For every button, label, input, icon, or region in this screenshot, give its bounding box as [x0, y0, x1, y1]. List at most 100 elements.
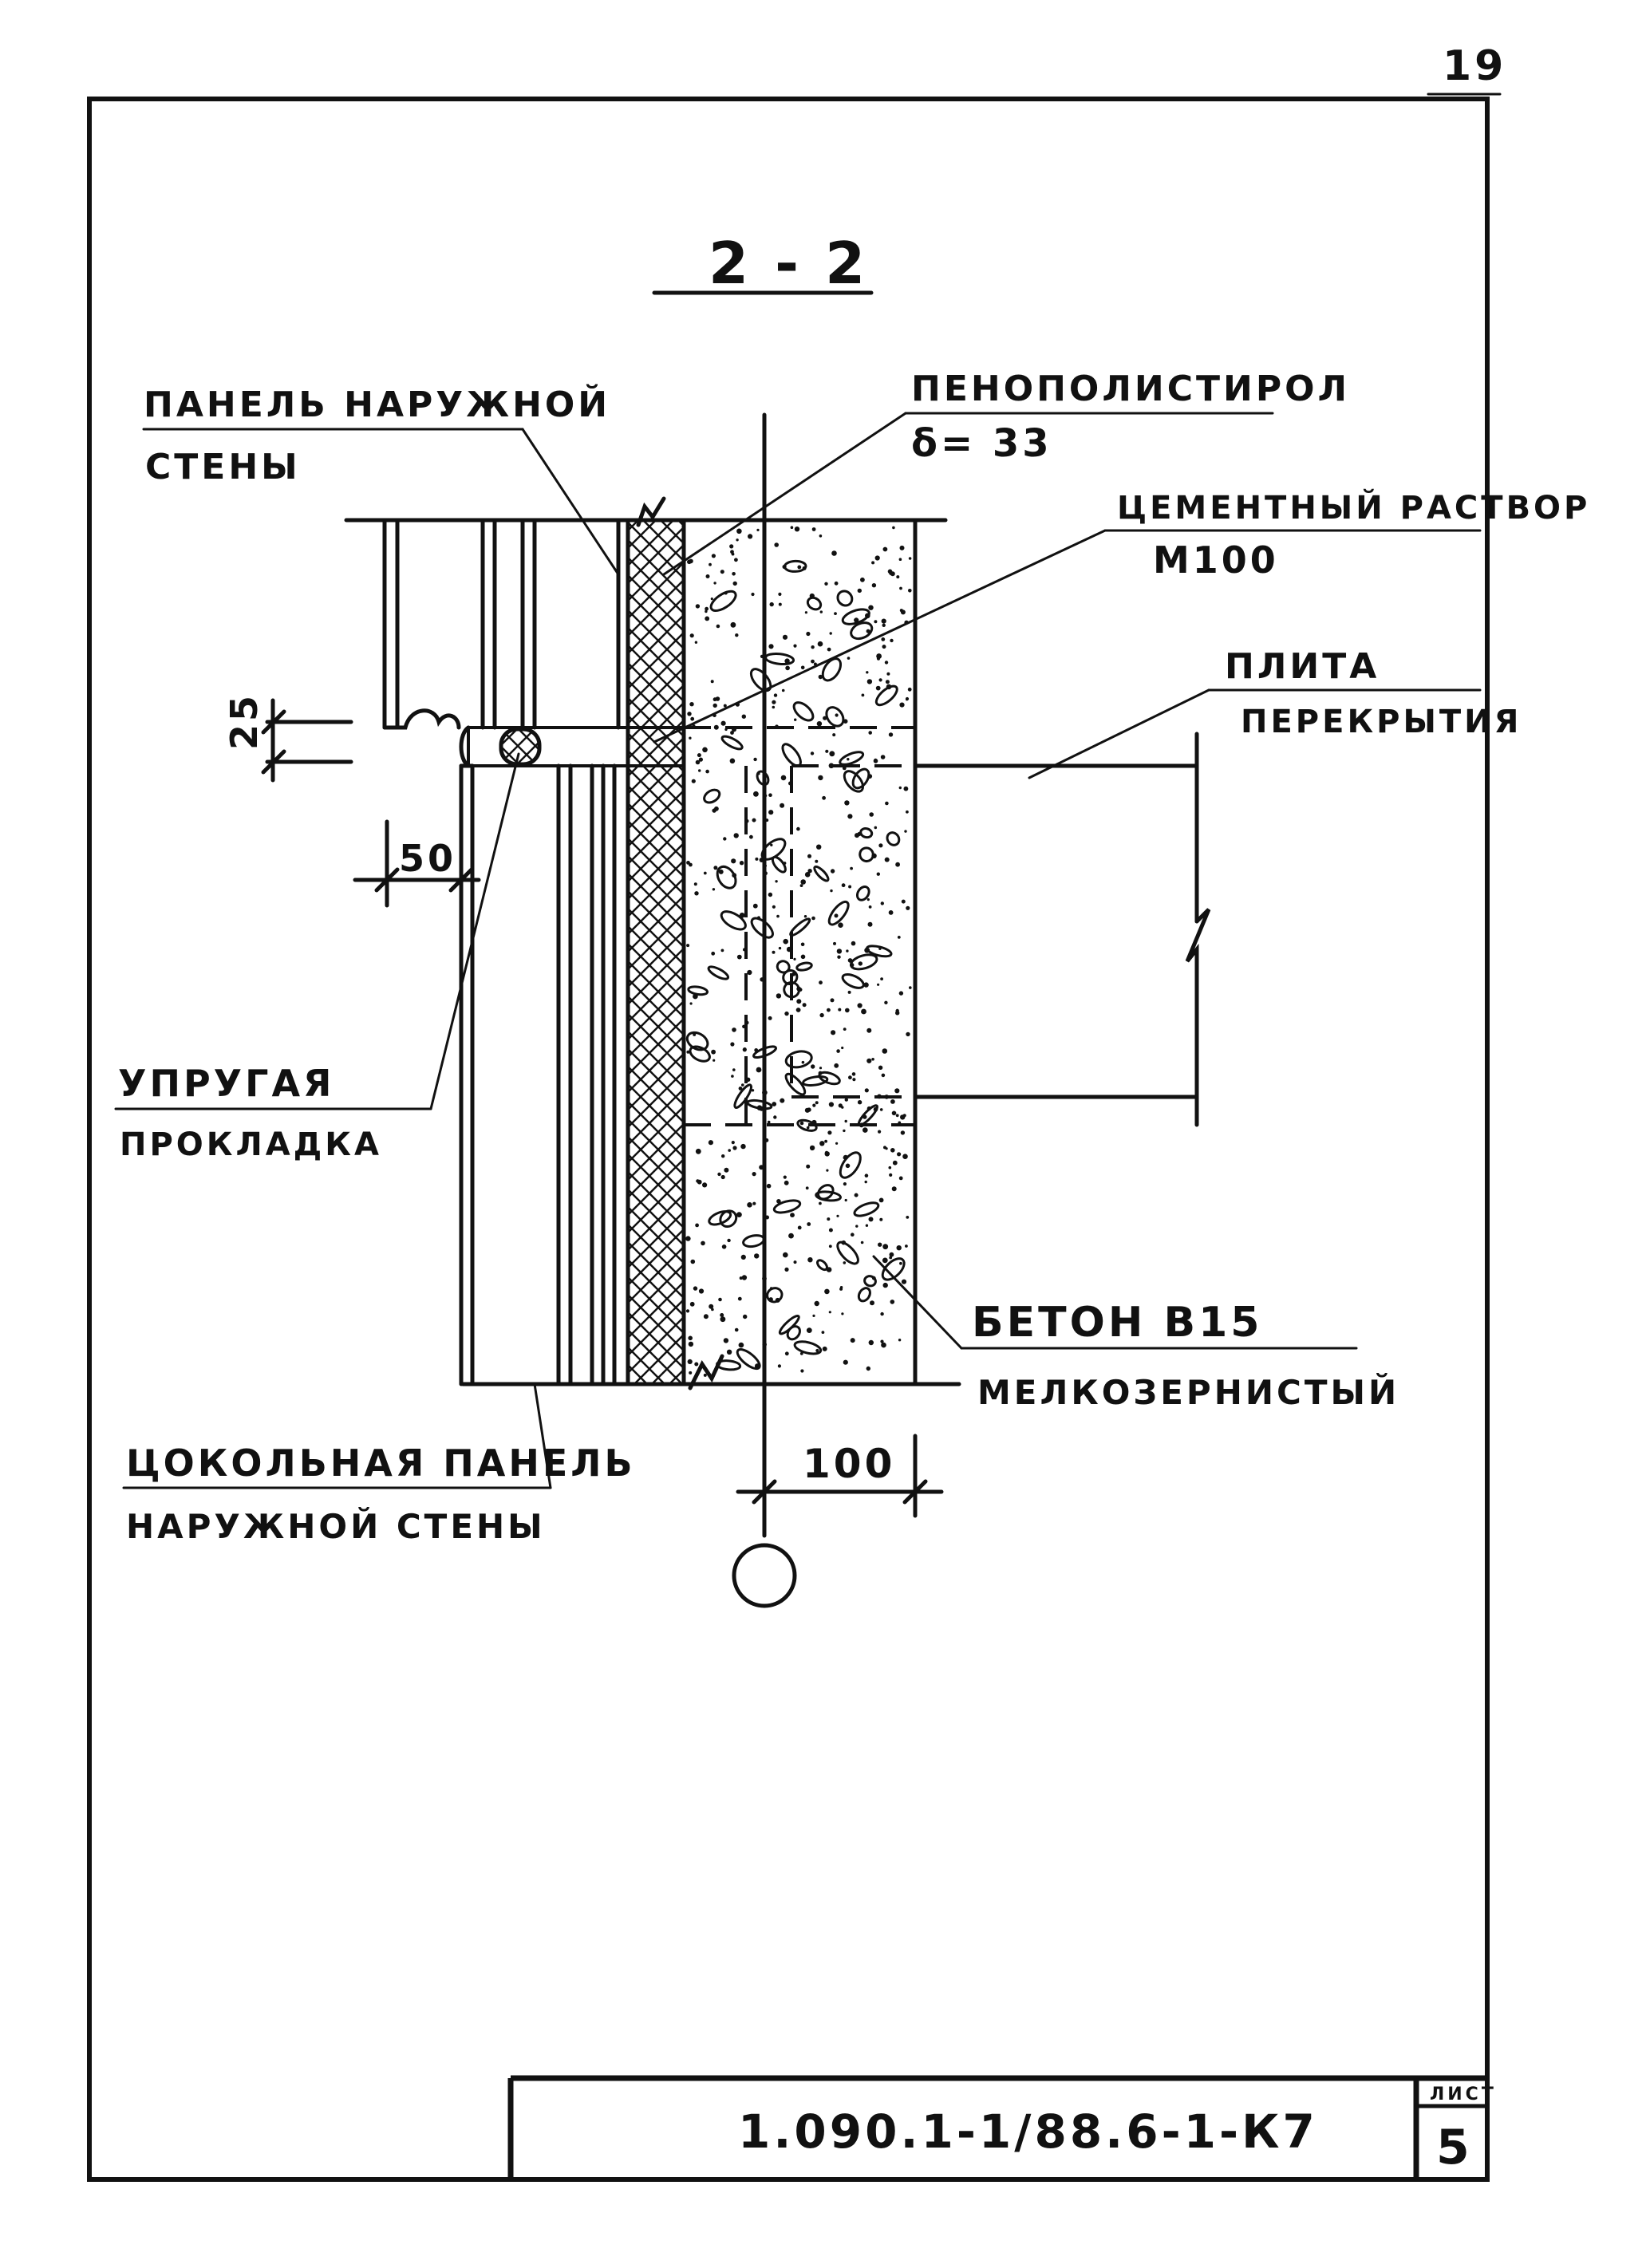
aggregate-dot: [906, 810, 909, 814]
aggregate-dot: [834, 581, 839, 586]
aggregate-dot: [734, 558, 738, 562]
aggregate-dot: [804, 872, 811, 878]
aggregate-dot: [855, 1225, 859, 1228]
aggregate-dot: [866, 629, 870, 633]
aggregate-pebble: [716, 1359, 742, 1371]
aggregate-pebble: [750, 917, 774, 939]
aggregate-dot: [795, 1008, 801, 1012]
aggregate-dot: [768, 1016, 772, 1020]
aggregate-dot: [854, 1193, 859, 1197]
aggregate-dot: [803, 915, 807, 918]
aggregate-dot: [844, 1198, 847, 1202]
aggregate-dot: [835, 713, 839, 717]
aggregate-dot: [827, 1217, 831, 1221]
callout-polystyrene-line1: ПЕНОПОЛИСТИРОЛ: [911, 369, 1350, 409]
aggregate-dot: [880, 977, 883, 980]
aggregate-dot: [800, 879, 806, 885]
dim-joint-label: 25: [223, 692, 266, 750]
aggregate-dot: [793, 1260, 797, 1264]
aggregate-dot: [739, 1276, 743, 1280]
aggregate-dot: [765, 818, 769, 822]
aggregate-dot: [756, 528, 760, 532]
aggregate-dot: [800, 665, 805, 670]
aggregate-pebble: [778, 1314, 800, 1335]
aggregate-dot: [830, 998, 835, 1003]
aggregate-dot: [793, 644, 797, 648]
aggregate-dot: [868, 605, 874, 610]
aggregate-dot: [775, 880, 778, 883]
aggregate-dot: [812, 1314, 815, 1317]
aggregate-dot: [685, 1309, 690, 1313]
aggregate-dot: [717, 1172, 721, 1177]
aggregate-dot: [902, 1154, 908, 1159]
aggregate-dot: [723, 1338, 729, 1343]
aggregate-dot: [709, 1304, 714, 1309]
aggregate-dot: [909, 986, 912, 989]
aggregate-dot: [876, 872, 881, 876]
aggregate-dot: [729, 758, 736, 764]
aggregate-dot: [705, 574, 710, 578]
sheet-number: 5: [1436, 2120, 1473, 2175]
aggregate-pebble: [821, 657, 843, 682]
callout-concrete-line2: МЕЛКОЗЕРНИСТЫЙ: [977, 1372, 1399, 1412]
aggregate-dot: [723, 837, 727, 841]
aggregate-dot: [868, 1217, 874, 1222]
aggregate-dot: [768, 892, 773, 897]
aggregate-dot: [703, 871, 707, 875]
aggregate-dot: [836, 949, 843, 954]
aggregate-dot: [866, 671, 869, 674]
aggregate-dot: [841, 883, 846, 888]
aggregate-dot: [747, 1202, 752, 1208]
aggregate-dot: [898, 1176, 903, 1181]
aggregate-dot: [729, 544, 734, 549]
aggregate-dot: [818, 674, 823, 680]
aggregate-dot: [762, 1276, 767, 1281]
aggregate-dot: [816, 721, 823, 727]
aggregate-dot: [712, 1059, 716, 1062]
aggregate-dot: [819, 1201, 822, 1205]
aggregate-pebble: [789, 917, 811, 937]
aggregate-dot: [712, 703, 717, 708]
aggregate-dot: [799, 884, 803, 887]
aggregate-dot: [747, 969, 752, 976]
aggregate-dot: [804, 611, 808, 614]
aggregate-dot: [881, 1342, 886, 1348]
aggregate-dot: [695, 1148, 701, 1154]
axis-marker: [732, 1543, 797, 1608]
aggregate-dot: [828, 1244, 832, 1248]
aggregate-pebble: [857, 1104, 878, 1126]
aggregate-dot: [785, 665, 790, 671]
aggregate-dot: [882, 1257, 888, 1264]
aggregate-dot: [772, 1102, 777, 1106]
aggregate-dot: [841, 1312, 844, 1315]
aggregate-dot: [732, 572, 736, 576]
elastic-gasket: [499, 727, 542, 767]
aggregate-dot: [843, 1129, 846, 1133]
aggregate-dot: [738, 1087, 743, 1091]
aggregate-dot: [793, 957, 796, 960]
concrete-b15-fill: [684, 520, 915, 1384]
aggregate-pebble: [719, 1209, 738, 1229]
aggregate-dot: [831, 550, 837, 556]
aggregate-pebble: [756, 770, 770, 787]
aggregate-dot: [847, 657, 851, 660]
aggregate-dot: [790, 1213, 795, 1217]
aggregate-dot: [778, 592, 782, 597]
aggregate-dot: [804, 1107, 811, 1113]
aggregate-dot: [888, 910, 894, 915]
aggregate-dot: [881, 1073, 886, 1078]
aggregate-pebble: [707, 965, 730, 980]
aggregate-dot: [688, 1341, 694, 1347]
aggregate-pebble: [853, 1201, 880, 1217]
aggregate-dot: [769, 602, 774, 607]
aggregate-dot: [765, 1215, 769, 1220]
callout-polystyrene-line2: δ= 33: [911, 421, 1052, 466]
aggregate-pebble: [849, 953, 878, 971]
aggregate-dot: [772, 705, 776, 709]
aggregate-dot: [721, 1244, 727, 1249]
aggregate-dot: [881, 637, 886, 641]
aggregate-pebble: [742, 1234, 765, 1248]
aggregate-dot: [810, 751, 815, 755]
aggregate-dot: [730, 731, 734, 735]
aggregate-dot: [871, 1058, 874, 1061]
